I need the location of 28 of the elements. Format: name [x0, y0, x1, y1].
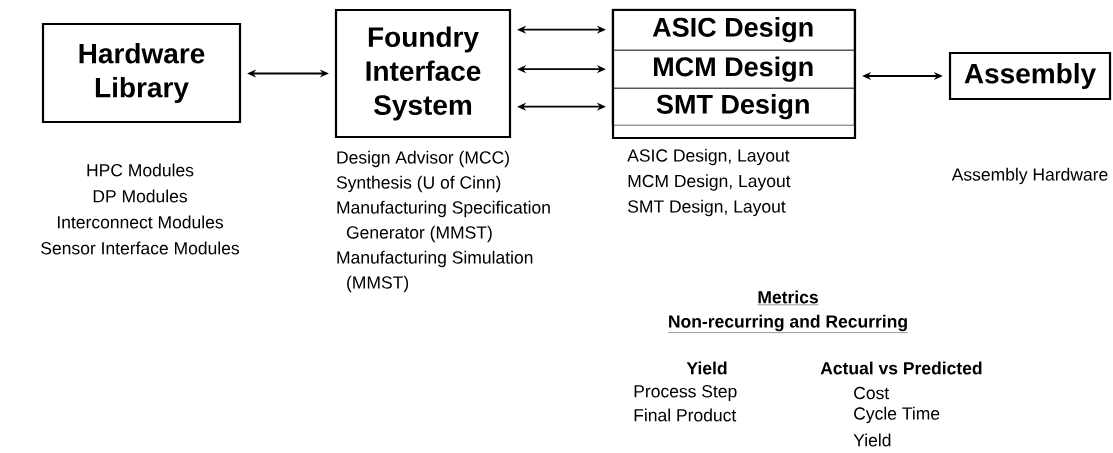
annotation-text: Manufacturing Specification Generator (MMST) — [337, 200, 550, 243]
process-box: Hardware Library — [41, 22, 242, 124]
list-text: Cycle Time — [854, 406, 940, 424]
annotation-text: MCM Design, Layout — [628, 174, 791, 191]
design-box — [611, 8, 857, 140]
design-band: MCM Design — [611, 49, 855, 89]
annotation-text: Interconnect Modules — [57, 215, 223, 229]
process-box: Assembly — [948, 51, 1112, 101]
column-heading: Actual vs Predicted — [820, 361, 982, 375]
annotation-text: DP Modules — [93, 189, 187, 203]
heading-text: Metrics — [757, 290, 819, 306]
annotation-text: SMT Design, Layout — [628, 199, 786, 217]
annotation-text: Manufacturing Simulation (MMST) — [337, 250, 533, 293]
annotation-text: Sensor Interface Modules — [41, 241, 240, 255]
design-band: SMT Design — [611, 87, 855, 126]
annotation-text: ASIC Design, Layout — [627, 148, 790, 166]
process-box: Foundry Interface System — [334, 8, 512, 139]
column-heading: Yield — [686, 361, 727, 375]
annotation-text: HPC Modules — [87, 163, 194, 177]
design-band: ASIC Design — [611, 8, 855, 51]
list-text: Final Product — [634, 408, 737, 422]
annotation-text: Synthesis (U of Cinn) — [336, 175, 501, 193]
list-text: Yield — [853, 433, 891, 447]
annotation-text: Assembly Hardware — [951, 167, 1108, 185]
list-text: Process Step — [634, 385, 737, 401]
annotation-text: Design Advisor (MCC) — [337, 150, 509, 168]
list-text: Cost — [854, 386, 890, 400]
heading-text: Non-recurring and Recurring — [667, 314, 909, 333]
